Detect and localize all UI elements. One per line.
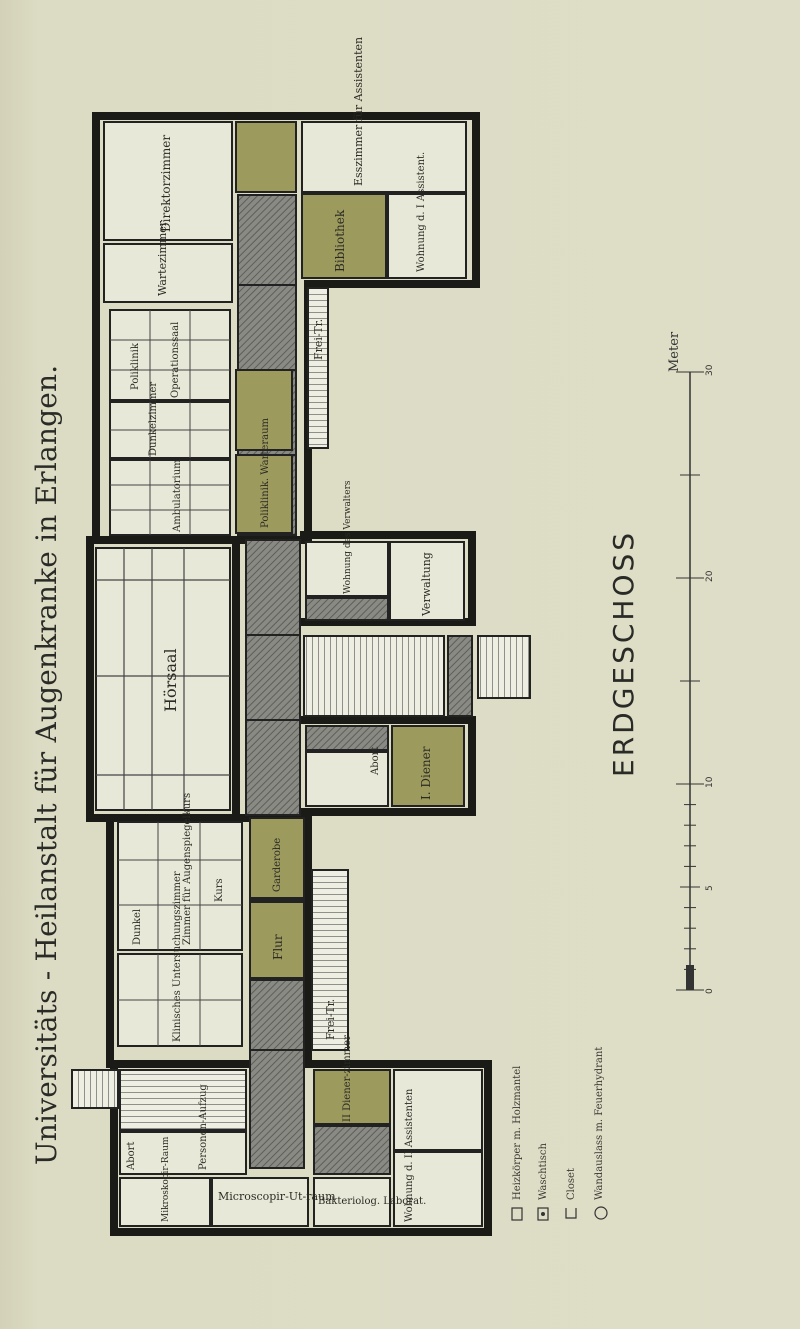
room-label-poliklinik-warteraum: Poliklinik. Warteraum (260, 417, 271, 528)
top-block-rooms (103, 121, 467, 536)
lower-block-partitions (118, 822, 242, 1046)
room-label-esszimmer: Esszimmer für Assistenten (352, 37, 365, 186)
closet-icon (565, 1208, 577, 1219)
room-label-abort: Abort (126, 1142, 137, 1171)
room-label-poliklinik: Poliklinik (130, 342, 141, 390)
room-label-hoersaal: Hörsaal (161, 648, 180, 712)
top-block-partitions (110, 310, 230, 535)
building-walls (86, 112, 492, 1236)
svg-text:Closet: Closet (566, 1168, 577, 1200)
lower-block-rooms (117, 817, 349, 1051)
room-label-bakteriolog: Bakteriolog. Laborat. (318, 1196, 426, 1207)
room-label-kurs: Kurs (214, 878, 225, 902)
room-label-diener-i: I. Diener (419, 746, 433, 800)
legend: Heizkörper m. Holzmantel Waschtisch Clos… (511, 1047, 608, 1221)
room-label-direktor: Direktorzimmer (159, 135, 173, 232)
room-labels: Direktorzimmer Wartezimmer Esszimmer für… (126, 37, 433, 1222)
scale-tick-label: 20 (705, 570, 715, 582)
room-label-wohnung-ii: Wohnung d. II Assistenten (404, 1088, 415, 1222)
washstand-icon (537, 1207, 549, 1221)
room-label-dunkel: Dunkel (132, 909, 143, 945)
legend-item-radiator: Heizkörper m. Holzmantel (511, 1066, 523, 1221)
room-label-diener-ii: II Diener-zimmer (342, 1035, 353, 1122)
room-label-personen-aufzug: Personen-Aufzug (198, 1084, 209, 1170)
legend-item-hydrant: Wandauslass m. Feuerhydrant (594, 1047, 608, 1220)
room-label-abort-top: Abort (370, 747, 381, 776)
svg-text:Waschtisch: Waschtisch (538, 1143, 549, 1200)
room-label-warte: Wartezimmer (156, 220, 169, 296)
room-label-flur: Flur (271, 934, 285, 960)
room-label-wohnung-i: Wohnung d. I Assistent. (416, 152, 427, 272)
room-label-garderobe: Garderobe (272, 838, 283, 892)
radiator-icon (511, 1207, 523, 1221)
scale-tick-label: 30 (705, 364, 715, 376)
room-label-dunkelzimmer: Dunkelzimmer (148, 382, 159, 456)
svg-text:Heizkörper m. Holzmantel: Heizkörper m. Holzmantel (512, 1066, 523, 1200)
room-label-freitreppe-bottom: Frei-Tr. (324, 999, 337, 1040)
scale-tick-label: 5 (705, 885, 715, 891)
room-label-wohnung-verwalter: Wohnung des Verwalters (343, 480, 353, 594)
lecture-hall (95, 547, 231, 811)
scale-tick-label: 10 (705, 776, 715, 788)
svg-text:Wandauslass m. Feuerhydrant: Wandauslass m. Feuerhydrant (594, 1047, 605, 1200)
legend-item-washstand: Waschtisch (537, 1143, 549, 1221)
legend-item-closet: Closet (565, 1168, 577, 1219)
room-label-verwaltung: Verwaltung (420, 552, 433, 617)
room-label-freitreppe-top: Frei-Tr. (312, 319, 325, 360)
room-label-operationssaal: Operationssaal (170, 322, 181, 398)
bottom-block-rooms (71, 1069, 483, 1227)
hydrant-icon (594, 1206, 608, 1220)
corridor (237, 194, 305, 1169)
lecture-hall-bays (96, 548, 230, 810)
room-label-ambulatorium: Ambulatorium (172, 459, 183, 533)
scale-bar: 0 5 10 20 30 (676, 364, 715, 994)
middle-east-rooms (303, 541, 531, 807)
room-label-mikroskopir: Mikroskopir-Raum (161, 1136, 171, 1222)
room-label-mikroskopir-ut: Microscopir-Ut-raum (218, 1190, 336, 1203)
scale-tick-label: 0 (705, 988, 715, 994)
room-label-bibliothek: Bibliothek (333, 209, 347, 272)
room-label-augenspiegel: Zimmer für Augenspiegelkurs (182, 793, 193, 945)
room-label-klinisches: Klinisches Untersuchungszimmer (172, 871, 183, 1042)
